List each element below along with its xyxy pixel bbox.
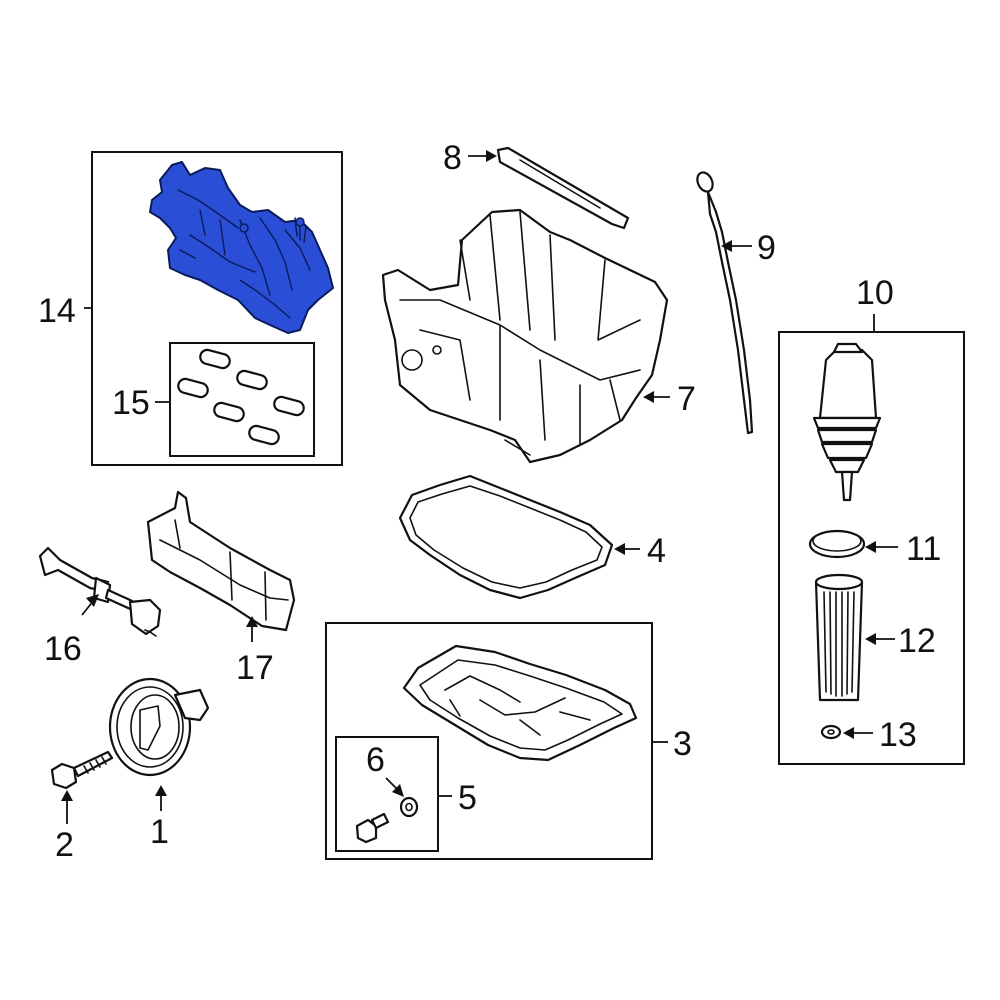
callout-10: 10 bbox=[856, 274, 894, 312]
callout-8: 8 bbox=[443, 139, 462, 177]
oil-filter-element[interactable] bbox=[814, 573, 864, 702]
intake-gaskets[interactable] bbox=[177, 348, 306, 446]
dipstick[interactable] bbox=[694, 170, 754, 435]
callout-3: 3 bbox=[673, 725, 692, 763]
callout-9: 9 bbox=[757, 229, 776, 267]
callout-17: 17 bbox=[236, 649, 274, 687]
oil-pan-lower[interactable] bbox=[402, 644, 638, 762]
sensor-harness[interactable] bbox=[38, 546, 162, 637]
callout-2: 2 bbox=[55, 826, 74, 864]
intake-manifold-highlighted[interactable] bbox=[149, 161, 334, 334]
group-box-10 bbox=[778, 331, 965, 765]
shield-cover[interactable] bbox=[146, 490, 296, 632]
bolt[interactable] bbox=[50, 750, 114, 790]
callout-13: 13 bbox=[879, 716, 917, 754]
oil-pan-upper[interactable] bbox=[381, 208, 669, 464]
group-box-15 bbox=[169, 342, 315, 457]
bracket-part[interactable] bbox=[496, 146, 630, 230]
callout-14: 14 bbox=[38, 292, 76, 330]
callout-15: 15 bbox=[112, 384, 150, 422]
o-ring[interactable] bbox=[808, 529, 866, 559]
drain-plug[interactable] bbox=[355, 812, 390, 844]
callout-4: 4 bbox=[647, 532, 666, 570]
group-box-5 bbox=[335, 736, 439, 852]
oil-pan-gasket[interactable] bbox=[398, 474, 614, 600]
callout-16: 16 bbox=[44, 630, 82, 668]
crankshaft-pulley[interactable] bbox=[108, 677, 210, 777]
oil-filter-housing[interactable] bbox=[812, 342, 882, 502]
callout-5: 5 bbox=[458, 779, 477, 817]
callout-12: 12 bbox=[898, 622, 936, 660]
callout-11: 11 bbox=[906, 530, 941, 568]
callout-6: 6 bbox=[366, 741, 385, 779]
drain-plug-washer[interactable] bbox=[399, 796, 419, 818]
callout-1: 1 bbox=[150, 813, 169, 851]
group-box-3 bbox=[325, 622, 653, 860]
seal-washer[interactable] bbox=[820, 724, 842, 740]
callout-7: 7 bbox=[677, 380, 696, 418]
